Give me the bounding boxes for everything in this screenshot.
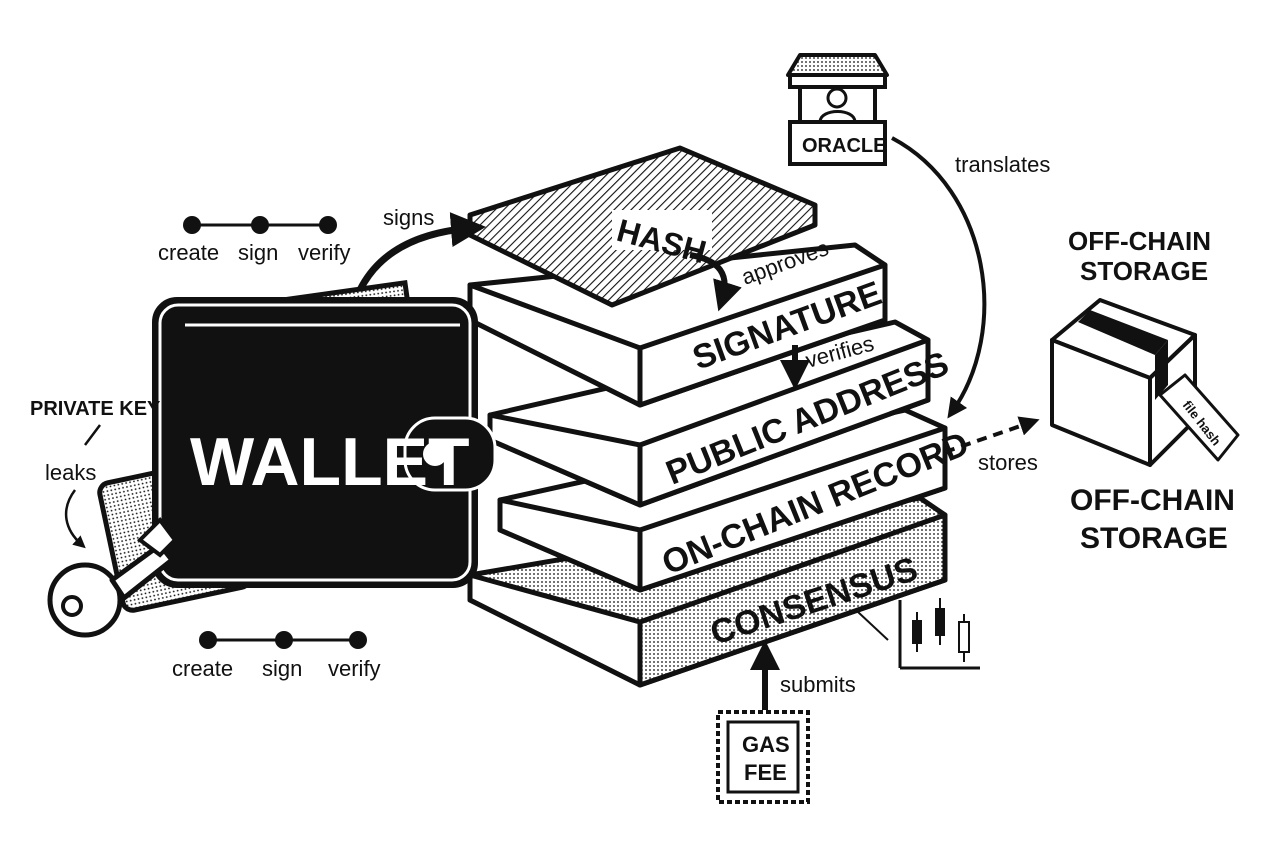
wallet-clasp-icon (423, 442, 447, 466)
gas-fee-stamp-icon: GAS FEE (716, 710, 810, 804)
timeline-dot (183, 216, 201, 234)
timeline-top-sign: sign (238, 240, 278, 265)
timeline-dot (319, 216, 337, 234)
submits-label: submits (780, 672, 856, 697)
oracle-label: ORACLE (802, 135, 886, 157)
leaks-arrow (64, 489, 86, 549)
timeline-dot (199, 631, 217, 649)
leaks-label: leaks (45, 460, 96, 485)
oracle-booth-icon: ORACLE (786, 53, 889, 166)
timeline-bottom-create: create (172, 656, 233, 681)
timeline-dot (349, 631, 367, 649)
timeline-top: create sign verify (158, 216, 351, 265)
storage-title-bottom-line2: STORAGE (1080, 522, 1228, 555)
translates-label: translates (955, 152, 1050, 177)
stores-arrow: stores (944, 416, 1040, 475)
timeline-top-create: create (158, 240, 219, 265)
consensus-layer: CONSENSUS (467, 495, 948, 688)
submits-arrow: submits (750, 640, 856, 710)
timeline-dot (275, 631, 293, 649)
gas-line2: FEE (744, 760, 787, 785)
timeline-bottom-verify: verify (328, 656, 381, 681)
storage-title-bottom-line1: OFF-CHAIN (1070, 484, 1235, 517)
wallet: WALLET (97, 279, 497, 613)
stores-label: stores (978, 450, 1038, 475)
key-icon (47, 516, 178, 638)
timeline-bottom: create sign verify (172, 631, 381, 681)
timeline-dot (251, 216, 269, 234)
private-key-label: PRIVATE KEY (30, 398, 161, 420)
timeline-top-verify: verify (298, 240, 351, 265)
gas-line1: GAS (742, 732, 790, 757)
private-key-pointer (84, 424, 101, 446)
candlestick-chart-icon (857, 598, 980, 670)
timeline-bottom-sign: sign (262, 656, 302, 681)
translates-arrow: translates (891, 136, 1050, 419)
signs-arrow: signs (356, 205, 486, 292)
storage-title-top-line1: OFF-CHAIN (1068, 226, 1211, 256)
box-icon (1050, 298, 1197, 467)
signs-label: signs (383, 205, 434, 230)
storage-title-top-line2: STORAGE (1080, 256, 1208, 286)
wallet-title: WALLET (190, 424, 470, 500)
